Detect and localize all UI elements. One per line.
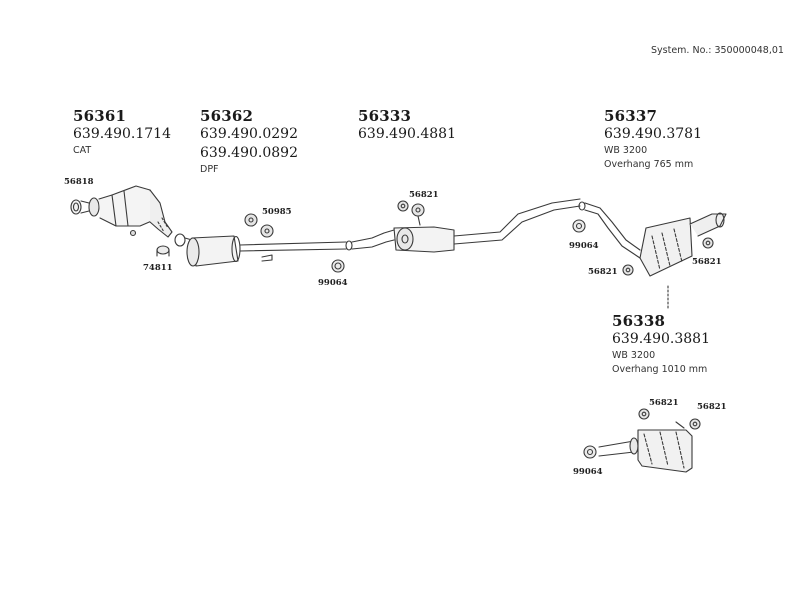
callout-99064: 99064 [318, 278, 348, 288]
callout-56821: 56821 [588, 267, 618, 277]
part-number: 639.490.3881 [612, 331, 710, 347]
group-code: 56338 [612, 312, 666, 330]
system-number: System. No.: 350000048,01 [651, 45, 784, 56]
part-number: 639.490.3781 [604, 126, 702, 142]
callout-56821: 56821 [649, 398, 679, 408]
callout-74811: 74811 [143, 263, 173, 273]
part-group-56338: 56338 639.490.3881 WB 3200 Overhang 1010… [612, 312, 710, 377]
part-group-56337: 56337 639.490.3781 WB 3200 Overhang 765 … [604, 107, 702, 172]
part-group-56333: 56333 639.490.4881 [358, 107, 456, 144]
callout-56818: 56818 [64, 177, 94, 187]
part-note: Overhang 1010 mm [612, 364, 708, 375]
catalytic-converter-56361 [88, 185, 173, 238]
part-note: DPF [200, 164, 219, 175]
group-code: 56361 [73, 107, 127, 125]
dpf-56362 [174, 233, 347, 267]
part-note: Overhang 765 mm [604, 159, 694, 170]
part-note: CAT [73, 145, 92, 156]
callout-99064: 99064 [573, 467, 603, 477]
part-note: WB 3200 [604, 145, 648, 156]
part-number: 639.490.1714 [73, 126, 171, 142]
part-note: WB 3200 [612, 350, 656, 361]
callout-56821: 56821 [409, 190, 439, 200]
part-group-56361: 56361 639.490.1714 CAT [73, 107, 171, 158]
callout-56821: 56821 [692, 257, 722, 267]
part-number: 639.490.4881 [358, 126, 456, 142]
part-number: 639.490.0292 [200, 126, 298, 142]
part-number: 639.490.0892 [200, 145, 298, 161]
callout-99064: 99064 [569, 241, 599, 251]
clamp-74811 [156, 245, 170, 257]
clamp-56818 [70, 199, 90, 215]
group-code: 56337 [604, 107, 658, 125]
clamp-99064 [331, 259, 345, 273]
part-group-56362: 56362 639.490.0292 639.490.0892 DPF [200, 107, 298, 177]
rear-silencer-56337 [572, 201, 727, 309]
middle-section-56333 [345, 198, 581, 253]
group-code: 56333 [358, 107, 412, 125]
group-code: 56362 [200, 107, 254, 125]
callout-56821: 56821 [697, 402, 727, 412]
callout-50985: 50985 [262, 207, 292, 217]
rear-silencer-56338 [583, 408, 701, 473]
hanger-50985 [244, 213, 274, 238]
